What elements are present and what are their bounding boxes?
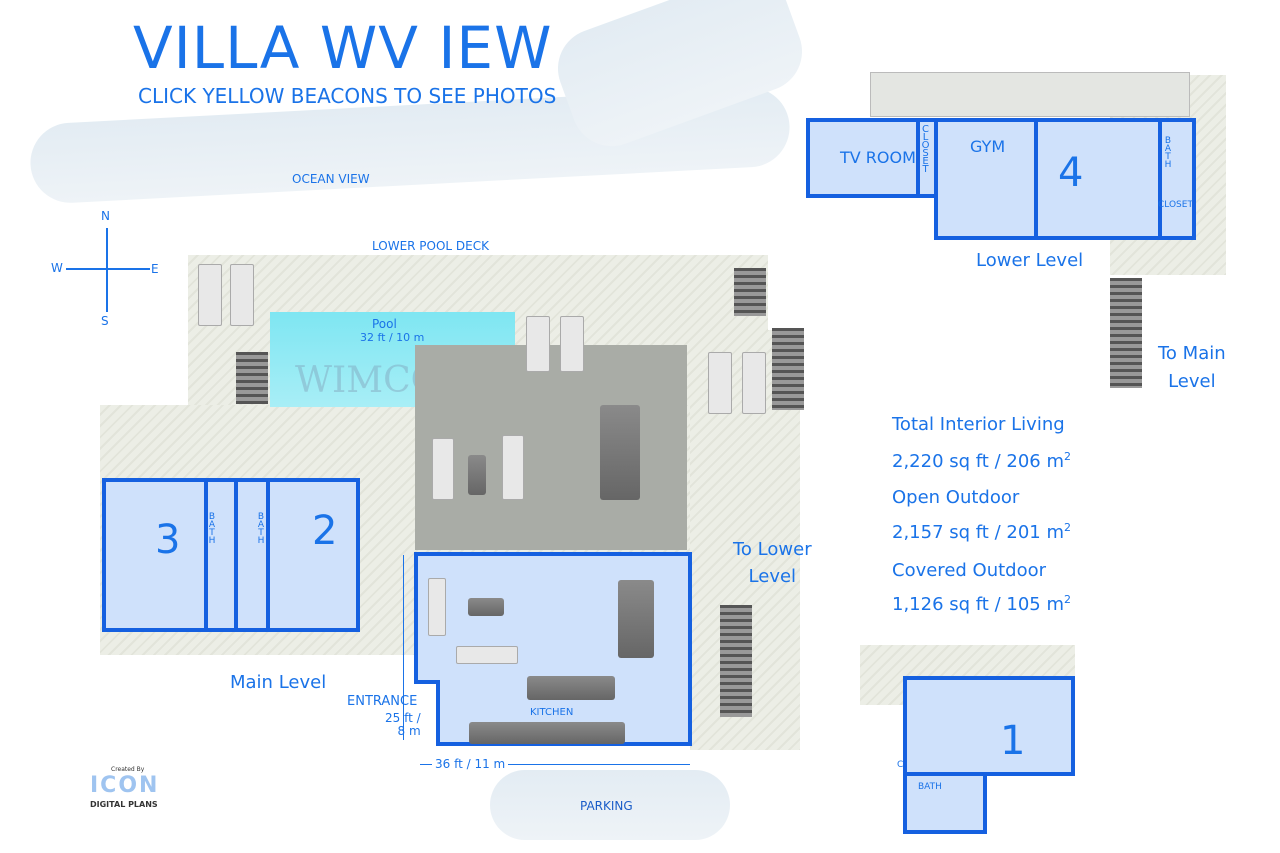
to-main-line2: Level — [1168, 371, 1216, 392]
bedroom-2-number: 2 — [312, 508, 338, 554]
bath-label: BATH — [1163, 136, 1173, 168]
height-dim-m: 8 m — [397, 724, 421, 738]
bedroom-1[interactable] — [903, 676, 1075, 776]
bedroom-1-number: 1 — [1000, 718, 1026, 764]
closet-label: CLOSET — [1158, 200, 1193, 210]
bedroom-4[interactable] — [1034, 118, 1162, 240]
logo-brand: ICON — [90, 773, 160, 798]
height-dimension: 25 ft /8 m — [385, 712, 421, 738]
stat-value-text: 1,126 sq ft / 105 m — [892, 594, 1064, 615]
sofa — [428, 578, 446, 636]
parking-label: PARKING — [580, 799, 633, 813]
stat-value: 2,220 sq ft / 206 m2 — [892, 450, 1071, 472]
lounger — [230, 264, 254, 326]
main-level-label: Main Level — [230, 672, 327, 693]
lounger — [560, 316, 584, 372]
compass-n: N — [101, 209, 110, 223]
tv-room-label: TV ROOM — [840, 148, 916, 167]
stat-value-text: 2,157 sq ft / 201 m — [892, 522, 1064, 543]
stat-sup: 2 — [1063, 593, 1071, 606]
stat-sup: 2 — [1063, 521, 1071, 534]
closet-label: CLOSET — [920, 124, 931, 172]
kitchen-island — [527, 676, 615, 700]
lounger — [526, 316, 550, 372]
bath-label: BATH — [207, 512, 217, 544]
stairs — [772, 328, 804, 410]
sofa — [456, 646, 518, 664]
logo-tagline: DIGITAL PLANS — [90, 800, 158, 809]
dining-table-outdoor — [600, 405, 640, 500]
height-dimension-line — [403, 555, 404, 740]
lounger — [198, 264, 222, 326]
stat-value-text: 2,220 sq ft / 206 m — [892, 451, 1064, 472]
gym-label: GYM — [970, 137, 1006, 156]
parking-area — [490, 770, 730, 840]
compass-w: W — [51, 261, 63, 275]
lounger — [742, 352, 766, 414]
dining-table — [618, 580, 654, 658]
width-dimension-line — [420, 764, 690, 765]
covered-terrace — [415, 345, 687, 550]
c-label: C — [897, 760, 904, 770]
bath-4[interactable] — [1158, 118, 1196, 240]
stairs — [1110, 278, 1142, 388]
lower-level-label: Lower Level — [976, 250, 1084, 271]
width-dimension: 36 ft / 11 m — [432, 757, 509, 771]
lower-level-wall — [870, 72, 1190, 117]
page-title: VILLA WV IEW — [133, 14, 553, 82]
gym[interactable] — [934, 118, 1038, 240]
kitchen-counter — [469, 722, 625, 744]
bedroom-1-bath[interactable] — [903, 772, 987, 834]
bedroom-2[interactable] — [266, 478, 360, 632]
bath-label: BATH — [918, 782, 942, 792]
sofa — [432, 438, 454, 500]
stat-label: Total Interior Living — [892, 414, 1065, 435]
bedroom-3-number: 3 — [155, 517, 181, 563]
stat-sup: 2 — [1063, 450, 1071, 463]
bath-2[interactable] — [234, 478, 270, 632]
compass-s: S — [101, 314, 109, 328]
subtitle-link[interactable]: CLICK YELLOW BEACONS TO SEE PHOTOS — [138, 84, 557, 108]
ocean-view-label: OCEAN VIEW — [292, 172, 370, 186]
kitchen-label: KITCHEN — [530, 707, 574, 718]
stat-value: 2,157 sq ft / 201 m2 — [892, 521, 1071, 543]
compass-e: E — [151, 262, 159, 276]
height-dim-ft: 25 ft / — [385, 711, 421, 725]
bath-3[interactable] — [204, 478, 238, 632]
sofa — [502, 435, 524, 500]
stat-label: Covered Outdoor — [892, 560, 1047, 581]
lower-pool-deck-label: LOWER POOL DECK — [372, 239, 489, 253]
entrance-label[interactable]: ENTRANCE — [347, 694, 418, 709]
lounger — [708, 352, 732, 414]
to-main-line1: To Main — [1158, 343, 1226, 364]
coffee-table — [468, 455, 486, 495]
coffee-table — [468, 598, 504, 616]
stairs — [720, 605, 752, 717]
stat-value: 1,126 sq ft / 105 m2 — [892, 593, 1071, 615]
bedroom-4-number: 4 — [1058, 150, 1084, 196]
logo-created-by: Created By — [111, 766, 145, 773]
pool-label: Pool — [372, 317, 397, 331]
bath-label: BATH — [256, 512, 266, 544]
stairs — [236, 352, 268, 404]
stat-label: Open Outdoor — [892, 487, 1020, 508]
to-lower-line2: Level — [748, 566, 797, 587]
stairs — [734, 268, 766, 316]
to-lower-line1: To Lower — [733, 539, 812, 560]
pool-dimension: 32 ft / 10 m — [360, 331, 425, 344]
